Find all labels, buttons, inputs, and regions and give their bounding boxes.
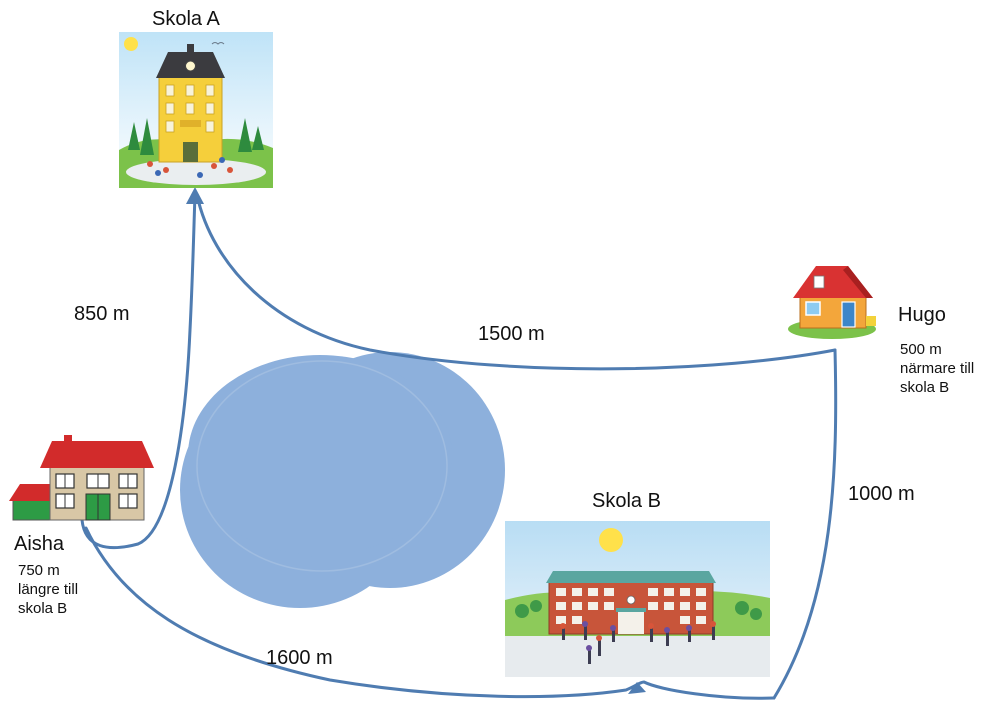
path-aisha-to-school-a bbox=[80, 193, 197, 550]
hugo-note-line: närmare till bbox=[900, 360, 975, 377]
distance-aisha-to-school-a: 850 m bbox=[74, 303, 130, 325]
hugo-label: Hugo bbox=[898, 304, 946, 326]
distance-aisha-to-school-b: 1600 m bbox=[266, 647, 333, 669]
aisha-note-line: skola B bbox=[18, 600, 68, 617]
hugo-house-icon bbox=[788, 266, 876, 339]
school-a-image bbox=[119, 32, 273, 188]
distance-hugo-to-school-b: 1000 m bbox=[848, 483, 915, 505]
arrow-school-b-icon bbox=[628, 682, 646, 694]
aisha-note-line: längre till bbox=[18, 581, 79, 598]
sun-icon bbox=[124, 37, 138, 51]
path-hugo-to-school-a bbox=[195, 193, 837, 371]
hugo-note: 500 m närmare till skola B bbox=[900, 340, 974, 397]
arrow-school-a-icon bbox=[186, 187, 204, 204]
arrowheads bbox=[186, 187, 646, 694]
sun-icon bbox=[599, 528, 623, 552]
aisha-note-line: 750 m bbox=[18, 562, 60, 579]
lake bbox=[180, 352, 505, 608]
aisha-note: 750 m längre till skola B bbox=[18, 561, 78, 618]
path-hugo-to-school-b bbox=[772, 348, 838, 700]
distance-hugo-to-school-a: 1500 m bbox=[478, 323, 545, 345]
hugo-note-line: skola B bbox=[900, 379, 950, 396]
school-b-image bbox=[505, 521, 770, 677]
school-a-label: Skola A bbox=[152, 8, 220, 30]
aisha-label: Aisha bbox=[14, 533, 65, 555]
aisha-house-icon bbox=[9, 435, 154, 521]
path-aisha-to-school-b bbox=[84, 526, 776, 700]
school-b-label: Skola B bbox=[592, 490, 661, 512]
hugo-note-line: 500 m bbox=[900, 341, 942, 358]
